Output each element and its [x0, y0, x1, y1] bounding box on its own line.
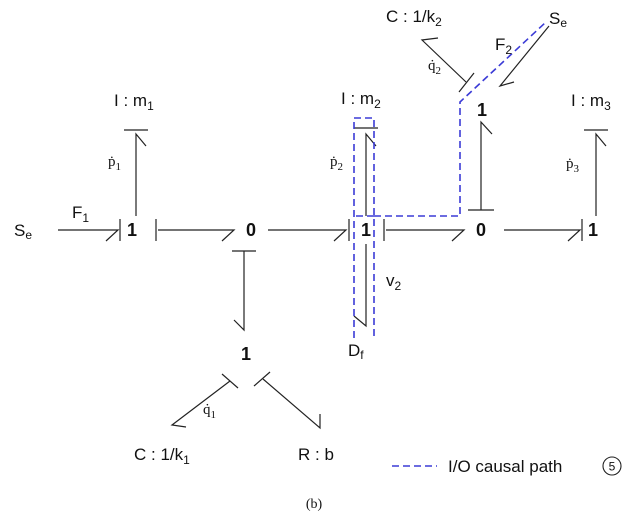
label-f2: F2 — [495, 35, 512, 57]
bond-j0-right-to-j1-top — [480, 120, 493, 210]
junctions: 1 0 1 0 1 1 1 — [127, 100, 598, 364]
label-r-b: R : b — [298, 445, 334, 464]
label-v2: v2 — [386, 271, 402, 293]
bond-j1-left-to-j0-left — [158, 229, 236, 242]
label-c-k1: C : 1/k1 — [134, 445, 190, 467]
element-labels: Se F1 I : m1 ṗ1 I : m2 ṗ2 C : 1/k2 q̇2 F… — [14, 7, 611, 467]
bond-j0-right-to-j1-right — [504, 229, 582, 242]
label-q1-dot: q̇1 — [203, 402, 216, 421]
label-i-m3: I : m3 — [571, 91, 611, 113]
junction-1-right: 1 — [588, 220, 598, 240]
label-p3-dot: ṗ3 — [566, 156, 580, 175]
junction-0-right: 0 — [476, 220, 486, 240]
label-q2-dot: q̇2 — [428, 58, 441, 77]
label-c-k2: C : 1/k2 — [386, 7, 442, 29]
bond-j0-left-to-j1-mid — [268, 229, 348, 242]
bond-j1-bottom-to-c-k1 — [170, 380, 231, 428]
bond-se-to-j1-left — [58, 229, 120, 242]
label-f1: F1 — [72, 203, 89, 225]
io-causal-path — [353, 21, 547, 467]
legend: I/O causal path 5 — [448, 456, 622, 476]
label-se-right: Se — [549, 9, 567, 30]
bond-j1-mid-to-j0-right — [386, 229, 466, 242]
legend-marker-number: 5 — [609, 460, 616, 474]
label-i-m2: I : m2 — [341, 89, 381, 111]
bond-j1-mid-to-df — [353, 244, 367, 328]
stroke-j1-bottom-right — [253, 371, 271, 387]
bond-j0-left-to-j1-bottom — [233, 251, 245, 332]
bond-j1-right-to-i-m3 — [595, 132, 607, 216]
label-i-m1: I : m1 — [114, 91, 154, 113]
legend-marker-circle — [602, 456, 622, 476]
label-p1-dot: ṗ1 — [108, 154, 121, 173]
junction-1-left: 1 — [127, 220, 137, 240]
figure-caption: (b) — [306, 497, 323, 512]
junction-1-bottom: 1 — [241, 344, 251, 364]
junction-1-mid: 1 — [361, 220, 371, 240]
junction-1-top: 1 — [477, 100, 487, 120]
bond-j1-bottom-to-r-b — [262, 378, 321, 430]
legend-label: I/O causal path — [448, 457, 562, 476]
bond-j1-left-to-i-m1 — [135, 132, 147, 216]
label-df: Df — [348, 341, 364, 362]
bond-se-right-to-j1-top — [498, 25, 550, 88]
bond-j1-top-to-c-k2 — [420, 37, 467, 83]
bonds — [58, 25, 608, 430]
stroke-j1-top — [458, 72, 475, 93]
label-se-left: Se — [14, 221, 32, 242]
bond-j1-mid-to-i-m2 — [365, 132, 377, 216]
label-p2-dot: ṗ2 — [330, 154, 343, 173]
junction-0-left: 0 — [246, 220, 256, 240]
